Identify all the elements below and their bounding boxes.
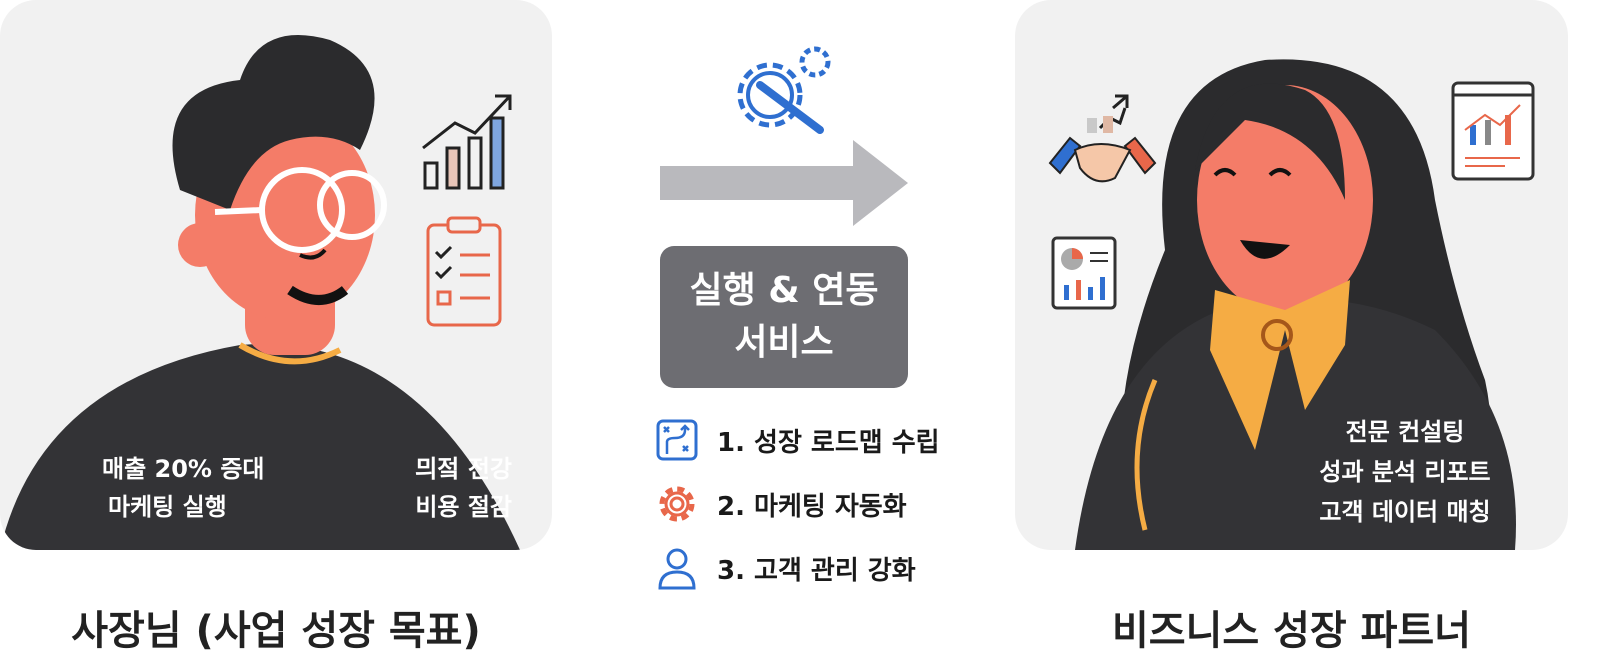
owner-goals-right: 믜젘 전강 비용 절감 <box>392 450 512 526</box>
service-label: 성과 분석 리포트 <box>1319 458 1491 486</box>
step-label: 2. 마케팅 자동화 <box>717 491 907 522</box>
partner-services: 전문 컨설팅 성과 분석 리포트 고객 데이터 매칭 <box>1305 412 1505 532</box>
business-owner-panel: 매출 20% 증대 마케팅 실행 믜젘 전강 비용 절감 <box>0 0 552 550</box>
checklist-icon <box>426 216 502 327</box>
step-customer: 3. 고객 관리 강화 <box>655 546 916 590</box>
service-box-line: 서비스 <box>734 322 834 363</box>
goal-label: 비용 절감 <box>415 493 512 521</box>
service-box-line: 실행 & 연동 <box>689 270 879 311</box>
arrow-right-icon <box>660 140 908 226</box>
goal-label: 매출 20% 증대 <box>102 455 265 483</box>
handshake-icon <box>1048 94 1157 183</box>
pie-chart-report-icon <box>1051 236 1117 310</box>
partner-title: 비즈니스 성장 파트너 <box>1111 608 1472 654</box>
partner-panel: 전문 컨설팅 성과 분석 리포트 고객 데이터 매칭 <box>1015 0 1568 550</box>
step-marketing: 2. 마케팅 자동화 <box>655 482 907 526</box>
step-roadmap: 1. 성장 로드맵 수립 <box>655 418 940 462</box>
gear-icon <box>659 486 695 522</box>
user-icon <box>658 548 696 590</box>
partner-illustration <box>1075 59 1516 550</box>
roadmap-icon <box>656 419 698 461</box>
business-owner-illustration <box>0 35 520 550</box>
goal-label: 믜젘 전강 <box>415 455 512 483</box>
service-label: 고객 데이터 매칭 <box>1319 498 1491 526</box>
goal-label: 마케팅 실행 <box>108 493 227 521</box>
owner-title: 사장님 (사업 성장 목표) <box>71 608 481 654</box>
step-label: 3. 고객 관리 강화 <box>717 555 916 586</box>
owner-goals-left: 매출 20% 증대 마케팅 실행 <box>102 450 264 526</box>
step-label: 1. 성장 로드맵 수립 <box>717 427 940 458</box>
report-dashboard-icon <box>1451 81 1535 181</box>
gear-wrench-icon <box>737 46 831 134</box>
growth-chart-icon <box>422 94 512 190</box>
service-label: 전문 컨설팅 <box>1345 418 1465 446</box>
service-box: 실행 & 연동 서비스 <box>660 246 908 388</box>
